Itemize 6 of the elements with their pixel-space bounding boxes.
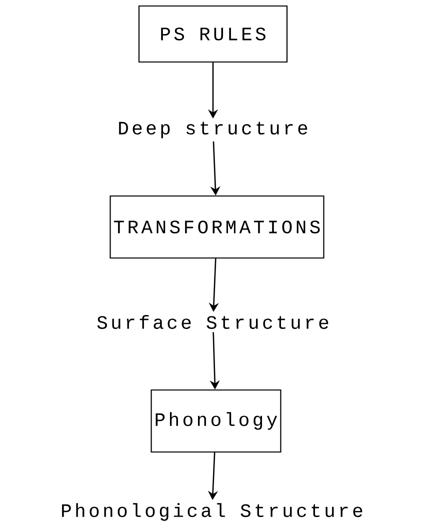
structure-label: Surface Structure [97,315,328,329]
process-box: PS RULES [138,5,288,63]
structure-label: Deep structure [119,122,308,138]
structure-label: Phonological Structure [62,503,362,521]
process-box: TRANSFORMATIONS [110,195,324,259]
process-box: Phonology [150,389,282,453]
